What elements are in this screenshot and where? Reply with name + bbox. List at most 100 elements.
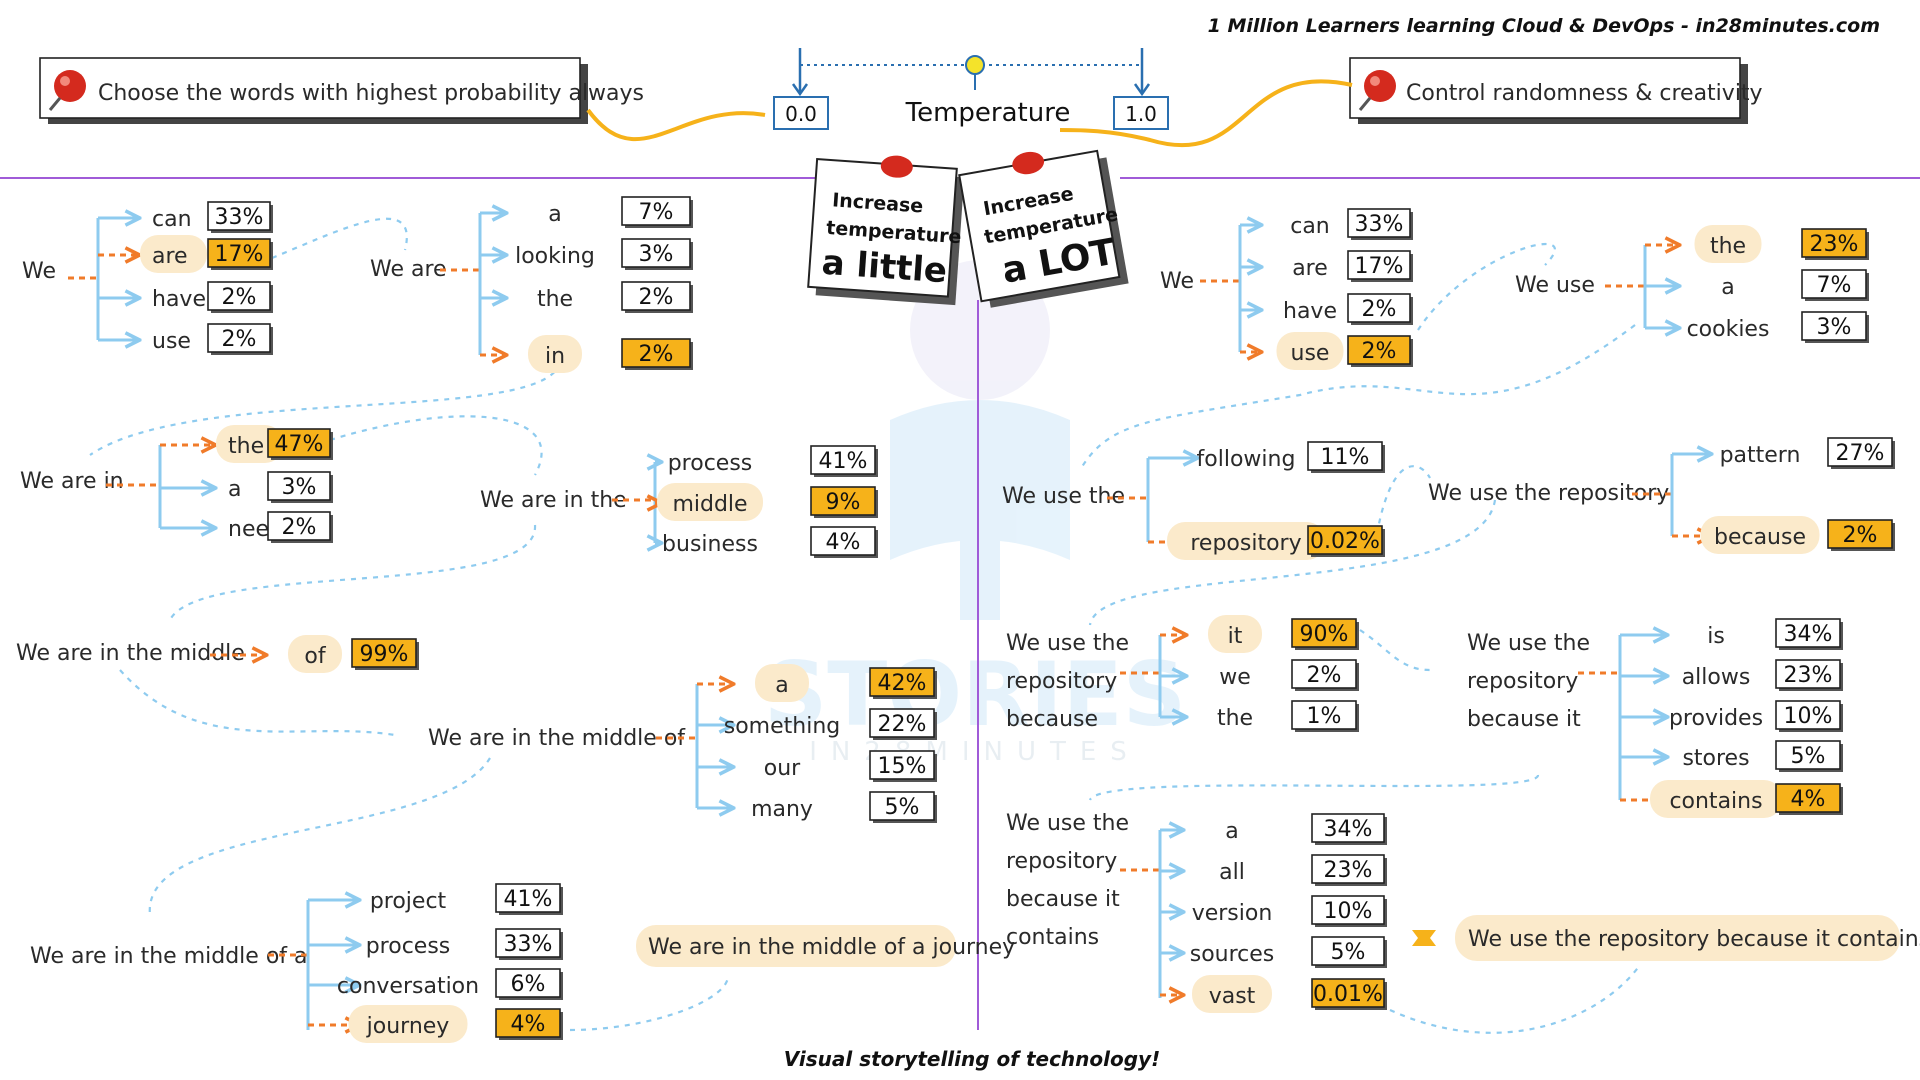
left-result-pill — [636, 925, 956, 967]
flow-connectors-right — [1079, 243, 1641, 1034]
step-prompt-line: because — [1006, 707, 1098, 732]
selected-word-pill — [1192, 975, 1272, 1013]
prob-box — [1311, 854, 1385, 884]
result-arrow-icon — [1412, 930, 1436, 946]
option-word-a: a — [1721, 275, 1734, 300]
prob-box — [1801, 269, 1867, 299]
prob-box — [207, 201, 271, 231]
option-word-repository: repository — [1190, 531, 1301, 556]
option-word-we: we — [1219, 665, 1251, 690]
option-word-provides: provides — [1669, 706, 1763, 731]
prob-box — [1775, 659, 1841, 689]
step-prompt: We — [22, 259, 56, 284]
option-word-contains: contains — [1669, 789, 1762, 814]
prob-value: 5% — [885, 795, 920, 820]
prob-box — [207, 281, 271, 311]
selected-word-pill — [1167, 522, 1325, 560]
selected-word-pill — [657, 483, 763, 521]
prob-value: 10% — [1784, 704, 1833, 729]
option-word-the: the — [1217, 706, 1253, 731]
prob-box — [1775, 740, 1841, 770]
prob-box — [1311, 813, 1385, 843]
flow-connectors-left — [89, 217, 730, 1032]
prob-value: 2% — [1362, 339, 1397, 364]
step-prompt-line: We use the — [1006, 631, 1129, 656]
selected-word-pill — [1694, 225, 1762, 263]
prob-value: 11% — [1321, 445, 1370, 470]
step-prompt-line: repository — [1467, 669, 1578, 694]
prob-value: 15% — [878, 754, 927, 779]
prob-box — [1291, 618, 1357, 648]
prob-box — [1307, 441, 1383, 471]
option-word-something: something — [724, 714, 840, 739]
option-word-journey: journey — [366, 1014, 450, 1039]
option-word-is: is — [1707, 624, 1725, 649]
step-prompt: We are — [370, 257, 447, 282]
prob-value: 2% — [639, 342, 674, 367]
option-word-many: many — [751, 797, 813, 822]
selected-word-pill — [348, 1005, 468, 1043]
prob-value: 22% — [878, 712, 927, 737]
option-word-process: process — [668, 451, 753, 476]
scale-max-box — [1113, 96, 1169, 130]
prob-value: 0.02% — [1310, 529, 1380, 554]
option-word-sources: sources — [1190, 942, 1275, 967]
option-word-a: a — [228, 477, 241, 502]
option-word-a: a — [1225, 819, 1238, 844]
left-note-text: Choose the words with highest probabilit… — [98, 81, 644, 106]
prob-box — [1775, 618, 1841, 648]
step-prompt: We are in — [20, 469, 124, 494]
prob-value: 47% — [275, 432, 324, 457]
option-word-it: it — [1228, 624, 1243, 649]
prob-box — [495, 968, 561, 998]
connector-left — [586, 108, 766, 142]
footer-tagline: Visual storytelling of technology! — [784, 1047, 1160, 1071]
prob-box — [1347, 208, 1411, 238]
option-word-conversation: conversation — [337, 974, 479, 999]
prob-box — [869, 708, 935, 738]
prob-box — [621, 196, 691, 226]
prob-value: 33% — [215, 205, 264, 230]
prob-box — [267, 511, 331, 541]
option-word-allows: allows — [1682, 665, 1751, 690]
prob-box — [267, 471, 331, 501]
prob-value: 2% — [639, 285, 674, 310]
prob-value: 3% — [639, 242, 674, 267]
thumbtack-icon — [880, 155, 913, 178]
option-word-following: following — [1197, 447, 1296, 472]
option-word-vast: vast — [1209, 984, 1256, 1009]
prob-value: 0.01% — [1313, 982, 1383, 1007]
step-prompt: We are in the middle — [16, 641, 245, 666]
prob-box — [267, 428, 331, 458]
temperature-label: Temperature — [905, 98, 1071, 128]
connector-right — [1059, 79, 1353, 148]
pushpin-icon — [1358, 70, 1396, 111]
prob-value: 90% — [1300, 622, 1349, 647]
prob-box — [810, 526, 876, 556]
prob-box — [869, 667, 935, 697]
prob-value: 41% — [819, 449, 868, 474]
prob-value: 6% — [511, 972, 546, 997]
prob-value: 2% — [282, 515, 317, 540]
option-word-have: have — [152, 287, 206, 312]
option-word-are: are — [152, 244, 188, 269]
prob-box — [869, 750, 935, 780]
option-word-are: are — [1292, 256, 1328, 281]
step-prompt: We use the repository — [1428, 481, 1669, 506]
prob-value: 17% — [215, 242, 264, 267]
prob-box — [1775, 700, 1841, 730]
card-little-line3: a little — [821, 243, 949, 292]
option-word-use: use — [152, 329, 191, 354]
scale-min: 0.0 — [785, 102, 817, 126]
prob-value: 4% — [826, 530, 861, 555]
watermark-subtitle: IN28MINUTES — [809, 737, 1141, 767]
option-word-stores: stores — [1682, 746, 1749, 771]
